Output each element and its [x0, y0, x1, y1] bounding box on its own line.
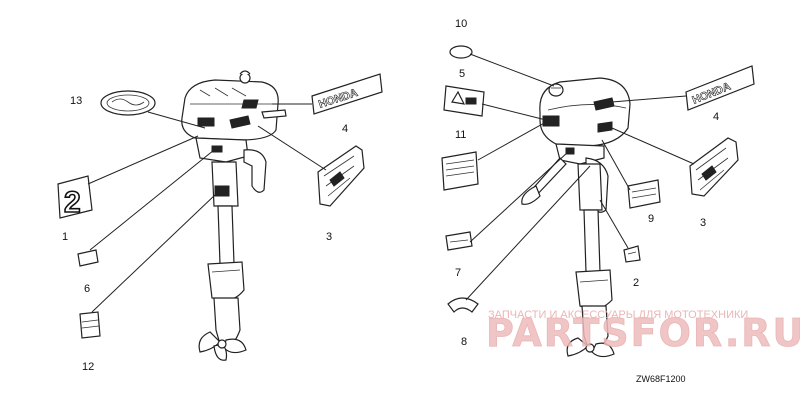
decal-4-honda-left: HONDA — [311, 73, 383, 115]
decal-7-label — [445, 231, 473, 251]
decal-10-ring — [449, 45, 473, 59]
right-outboard-motor — [521, 77, 631, 358]
decal-13-emblem — [100, 90, 156, 116]
decal-12-plate — [79, 311, 101, 339]
callout-7: 7 — [455, 267, 461, 279]
callout-11: 11 — [455, 129, 466, 141]
left-outboard-motor — [181, 70, 287, 361]
callout-2: 2 — [633, 277, 639, 289]
callout-5: 5 — [459, 68, 465, 80]
right-leader-lines — [465, 53, 695, 301]
number-decal-text: 2 — [64, 186, 81, 219]
decal-2-tag — [623, 245, 641, 263]
decal-3-sideplate-right — [689, 137, 739, 197]
callout-1: 1 — [62, 231, 68, 243]
watermark: ЗАПЧАСТИ И АКСЕССУАРЫ ДЛЯ МОТОТЕХНИКИ PA… — [486, 309, 800, 355]
callout-4-right: 4 — [713, 111, 719, 123]
callout-3-right: 3 — [700, 217, 706, 229]
callout-10: 10 — [455, 18, 467, 30]
callout-4-left: 4 — [342, 123, 348, 135]
decal-6-label — [77, 249, 99, 267]
decal-4-honda-right: HONDA — [685, 65, 755, 111]
callout-12: 12 — [82, 361, 94, 373]
watermark-tagline: ЗАПЧАСТИ И АКСЕССУАРЫ ДЛЯ МОТОТЕХНИКИ — [488, 309, 748, 321]
callout-6: 6 — [84, 283, 90, 295]
decal-8-grip — [447, 297, 479, 313]
callout-3-left: 3 — [326, 231, 332, 243]
decal-1-number: 2 — [57, 175, 93, 220]
callout-8: 8 — [461, 336, 467, 348]
callout-13: 13 — [70, 95, 82, 107]
decal-11-label — [441, 151, 479, 191]
left-leader-lines — [87, 103, 327, 313]
diagram-code: ZW68F1200 — [636, 374, 686, 384]
decal-5-warning — [443, 85, 485, 117]
decal-9-label — [627, 179, 661, 209]
decal-3-sideplate-left — [317, 145, 365, 207]
callout-9: 9 — [648, 213, 654, 225]
watermark-site: PARTSFOR.RU — [486, 311, 800, 355]
